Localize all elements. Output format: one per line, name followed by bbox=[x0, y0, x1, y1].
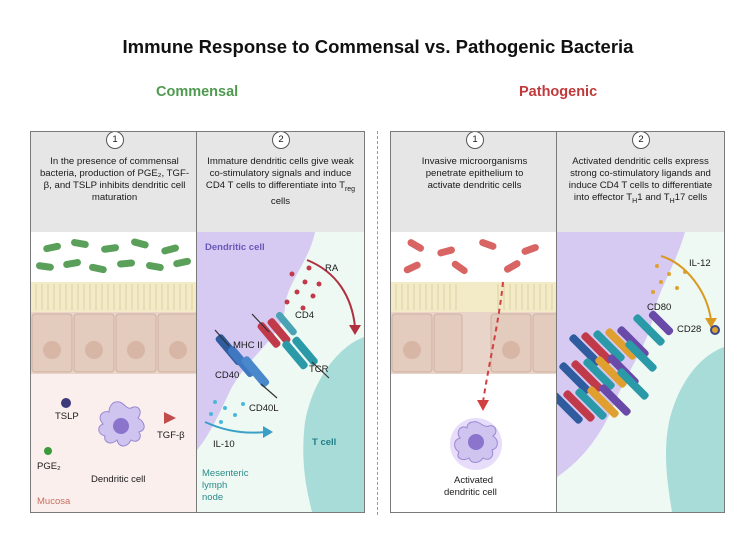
cd80-label: CD80 bbox=[647, 302, 672, 313]
commensal-bacteria bbox=[35, 238, 191, 274]
mesenteric-label-2: lymph bbox=[202, 480, 228, 491]
tgfb-label: TGF-β bbox=[157, 430, 185, 441]
caption-subscript-1: H bbox=[632, 197, 638, 205]
il10-arrow bbox=[204, 421, 266, 434]
pathogenic-panel-1-art bbox=[391, 132, 558, 512]
caption-text: Immature dendritic cells give weak co-st… bbox=[205, 156, 354, 191]
mucosa-label: Mucosa bbox=[37, 496, 71, 507]
activated-dc-label-2: dendritic cell bbox=[444, 487, 497, 498]
step-number-badge: 1 bbox=[106, 132, 124, 149]
step-number-badge: 2 bbox=[272, 132, 290, 149]
figure-title: Immune Response to Commensal vs. Pathoge… bbox=[122, 36, 634, 57]
ra-label: RA bbox=[325, 263, 339, 274]
caption-end: cells bbox=[270, 195, 291, 207]
mhc-tcr-complex bbox=[251, 311, 330, 379]
il10-arrowhead bbox=[263, 426, 273, 438]
pge2-label: PGE₂ bbox=[37, 461, 61, 472]
caption-subscript: reg bbox=[344, 185, 356, 193]
ra-arrow bbox=[306, 259, 356, 328]
pathogenic-panel-1: 1 Invasive microorganisms penetrate epit… bbox=[390, 131, 559, 513]
il10-label: IL-10 bbox=[213, 439, 235, 450]
costimulatory-complexes bbox=[557, 310, 720, 424]
dendritic-cell-immature bbox=[98, 401, 145, 447]
tcr-label: TCR bbox=[309, 364, 329, 375]
commensal-panel-2-caption: Immature dendritic cells give weak co-st… bbox=[203, 156, 358, 208]
tslp-molecule bbox=[61, 398, 71, 408]
il12-arrowhead bbox=[705, 318, 717, 328]
mhc2-label: MHC II bbox=[233, 340, 263, 351]
pathogenic-panel-2-caption: Activated dendritic cells express strong… bbox=[563, 156, 718, 208]
cd40-label: CD40 bbox=[215, 370, 240, 381]
commensal-panel-1: 1 In the presence of commensal bacteria,… bbox=[30, 131, 199, 513]
dendritic-cell-membrane bbox=[197, 232, 315, 450]
pathogenic-heading: Pathogenic bbox=[519, 84, 598, 100]
commensal-panel-2: 2 Immature dendritic cells give weak co-… bbox=[196, 131, 365, 513]
activated-dc-label-1: Activated bbox=[454, 475, 494, 486]
commensal-panel-1-art bbox=[31, 132, 198, 512]
step-number-badge: 2 bbox=[632, 132, 650, 149]
dendritic-cell-activated bbox=[450, 418, 502, 470]
tgfb-molecule bbox=[164, 412, 176, 424]
cd40-cd40l-complex bbox=[214, 329, 278, 399]
pathogenic-panel-1-caption: Invasive microorganisms penetrate epithe… bbox=[421, 156, 528, 191]
brush-border bbox=[395, 284, 553, 310]
invasion-arrowhead bbox=[477, 400, 489, 411]
cd40l-label: CD40L bbox=[249, 403, 279, 414]
mucosa-area bbox=[31, 374, 198, 512]
t-cell-body bbox=[303, 337, 364, 512]
caption-text: Activated dendritic cells express strong… bbox=[568, 156, 713, 203]
epithelial-layer bbox=[391, 312, 558, 374]
invasion-arrow bbox=[482, 281, 504, 403]
step-number-badge: 1 bbox=[466, 132, 484, 149]
dendritic-cell-region-label: Dendritic cell bbox=[205, 242, 265, 253]
caption-mid: 1 and T bbox=[637, 192, 670, 203]
section-divider bbox=[377, 131, 378, 515]
t-cell-body bbox=[665, 347, 724, 512]
brush-border bbox=[35, 284, 193, 310]
caption-end: 17 cells bbox=[674, 192, 708, 203]
pathogenic-panel-2: 2 Activated dendritic cells express stro… bbox=[556, 131, 725, 513]
cd28-label: CD28 bbox=[677, 324, 702, 335]
il10-molecules bbox=[209, 400, 245, 424]
tslp-label: TSLP bbox=[55, 411, 79, 422]
commensal-panel-1-caption: In the presence of commensal bacteria, p… bbox=[39, 156, 190, 203]
ra-molecules bbox=[284, 265, 322, 311]
il12-label: IL-12 bbox=[689, 258, 711, 269]
pge2-molecule bbox=[44, 447, 52, 455]
commensal-heading: Commensal bbox=[156, 84, 239, 100]
caption-subscript-2: H bbox=[669, 197, 675, 205]
epithelial-layer bbox=[31, 312, 198, 374]
mesenteric-label-3: node bbox=[202, 492, 224, 503]
dendritic-cell-label: Dendritic cell bbox=[91, 474, 146, 485]
tcell-label: T cell bbox=[312, 437, 337, 448]
mesenteric-label-1: Mesenteric bbox=[202, 468, 249, 479]
ra-arrowhead bbox=[349, 325, 361, 335]
il12-arrow bbox=[660, 255, 712, 321]
cd4-label: CD4 bbox=[295, 310, 315, 321]
